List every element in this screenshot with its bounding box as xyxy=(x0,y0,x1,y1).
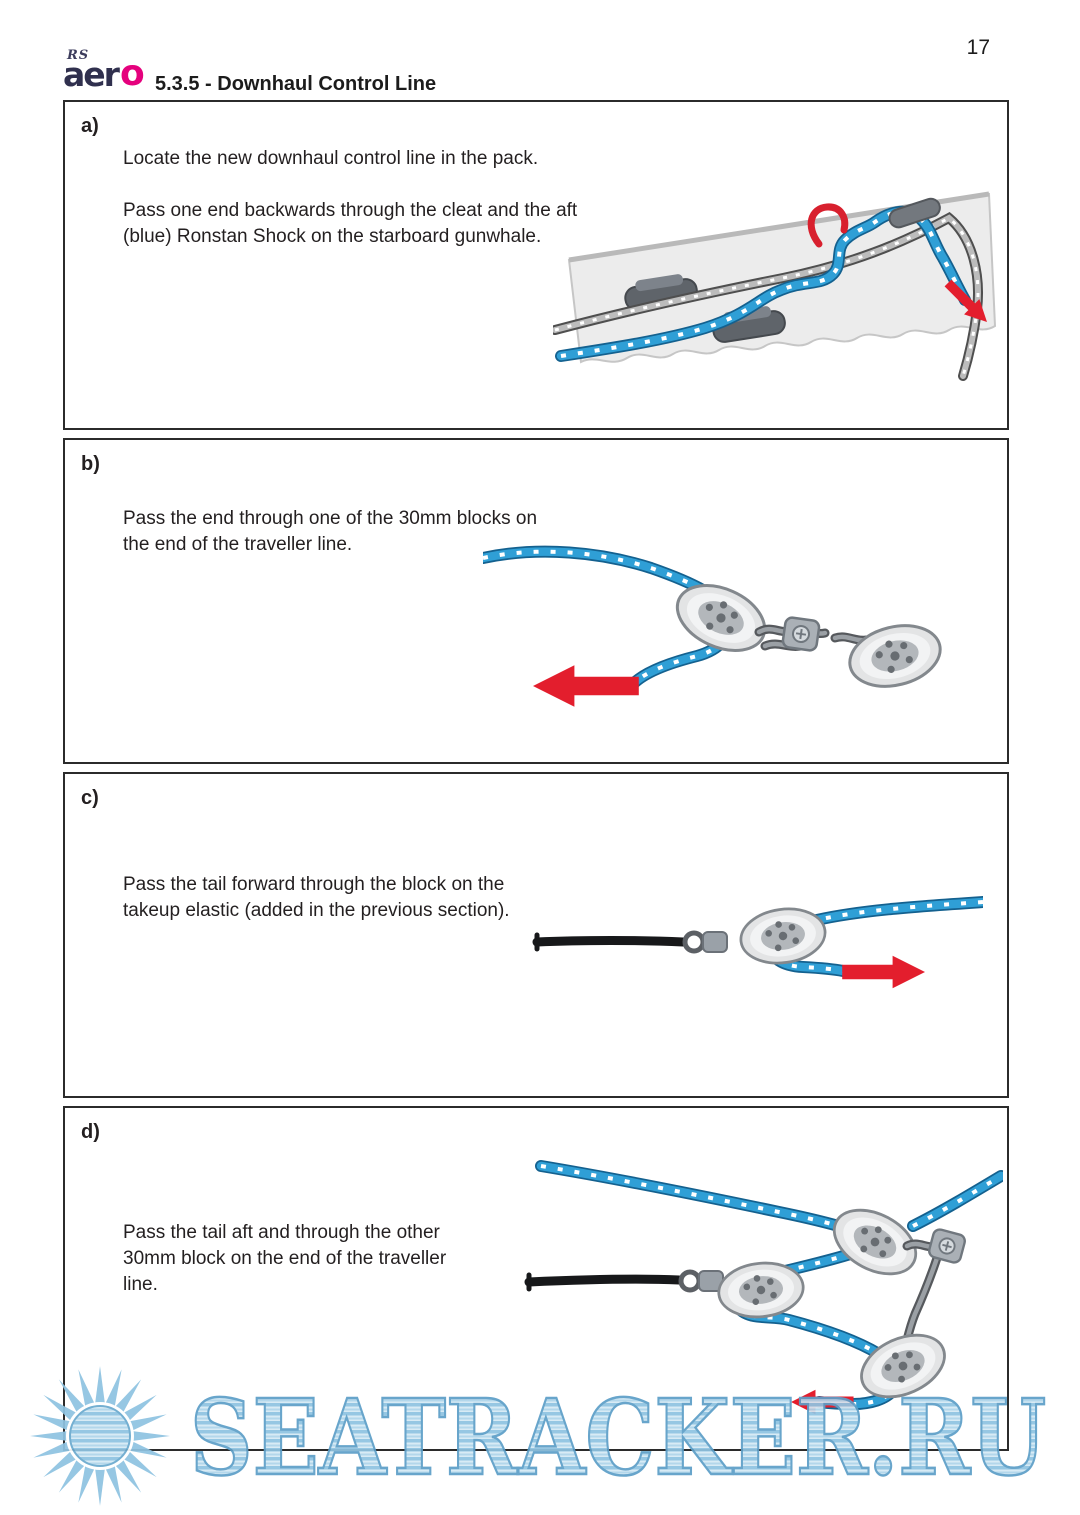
panel-a-illustration xyxy=(553,191,997,420)
panel-b-label: b) xyxy=(81,453,100,475)
panel-a: a) Locate the new downhaul control line … xyxy=(63,100,1009,430)
shock-fitting xyxy=(888,197,941,229)
panel-d-illustration xyxy=(524,1154,1003,1415)
panel-a-paragraph-1: Locate the new downhaul control line in … xyxy=(123,148,539,169)
block-30mm xyxy=(841,615,949,697)
section-heading: 5.3.5 - Downhaul Control Line xyxy=(155,73,437,95)
panel-b: b) Pass the end through one of the 30mm … xyxy=(63,438,1009,764)
panel-c-paragraph-1: Pass the tail forward through the block … xyxy=(123,874,510,921)
panel-d-label: d) xyxy=(81,1121,100,1143)
shackle xyxy=(682,930,728,954)
shackle xyxy=(678,1269,724,1293)
panel-c-label: c) xyxy=(81,787,99,809)
block-30mm xyxy=(850,1321,956,1411)
red-arrow-icon xyxy=(791,1389,854,1415)
panel-c: c) Pass the tail forward through the blo… xyxy=(63,772,1009,1098)
block-30mm xyxy=(735,902,831,970)
page-number: 17 xyxy=(966,36,990,59)
logo-aero-text: aer xyxy=(63,54,120,94)
red-arrow-icon xyxy=(533,665,639,707)
panel-a-label: a) xyxy=(81,115,99,137)
panel-c-illustration xyxy=(532,880,983,989)
elastic-cord xyxy=(524,1272,684,1292)
rs-aero-logo: RS aer o xyxy=(63,48,163,100)
panel-b-illustration xyxy=(483,536,949,707)
logo-word: aer o xyxy=(63,56,145,92)
rope-clamp xyxy=(780,615,822,653)
panel-b-paragraph-1: Pass the end through one of the 30mm blo… xyxy=(123,508,538,555)
panel-a-paragraph-2: Pass one end backwards through the cleat… xyxy=(123,200,578,247)
logo-o-icon: o xyxy=(119,53,145,94)
panel-d-paragraph-1: Pass the tail aft and through the other … xyxy=(123,1222,447,1295)
panel-d: d) Pass the tail aft and through the oth… xyxy=(63,1106,1009,1451)
logo-rs-text: RS xyxy=(67,48,90,63)
red-hook-icon xyxy=(807,203,849,248)
red-arrow-icon xyxy=(842,955,925,989)
elastic-cord xyxy=(532,932,688,952)
